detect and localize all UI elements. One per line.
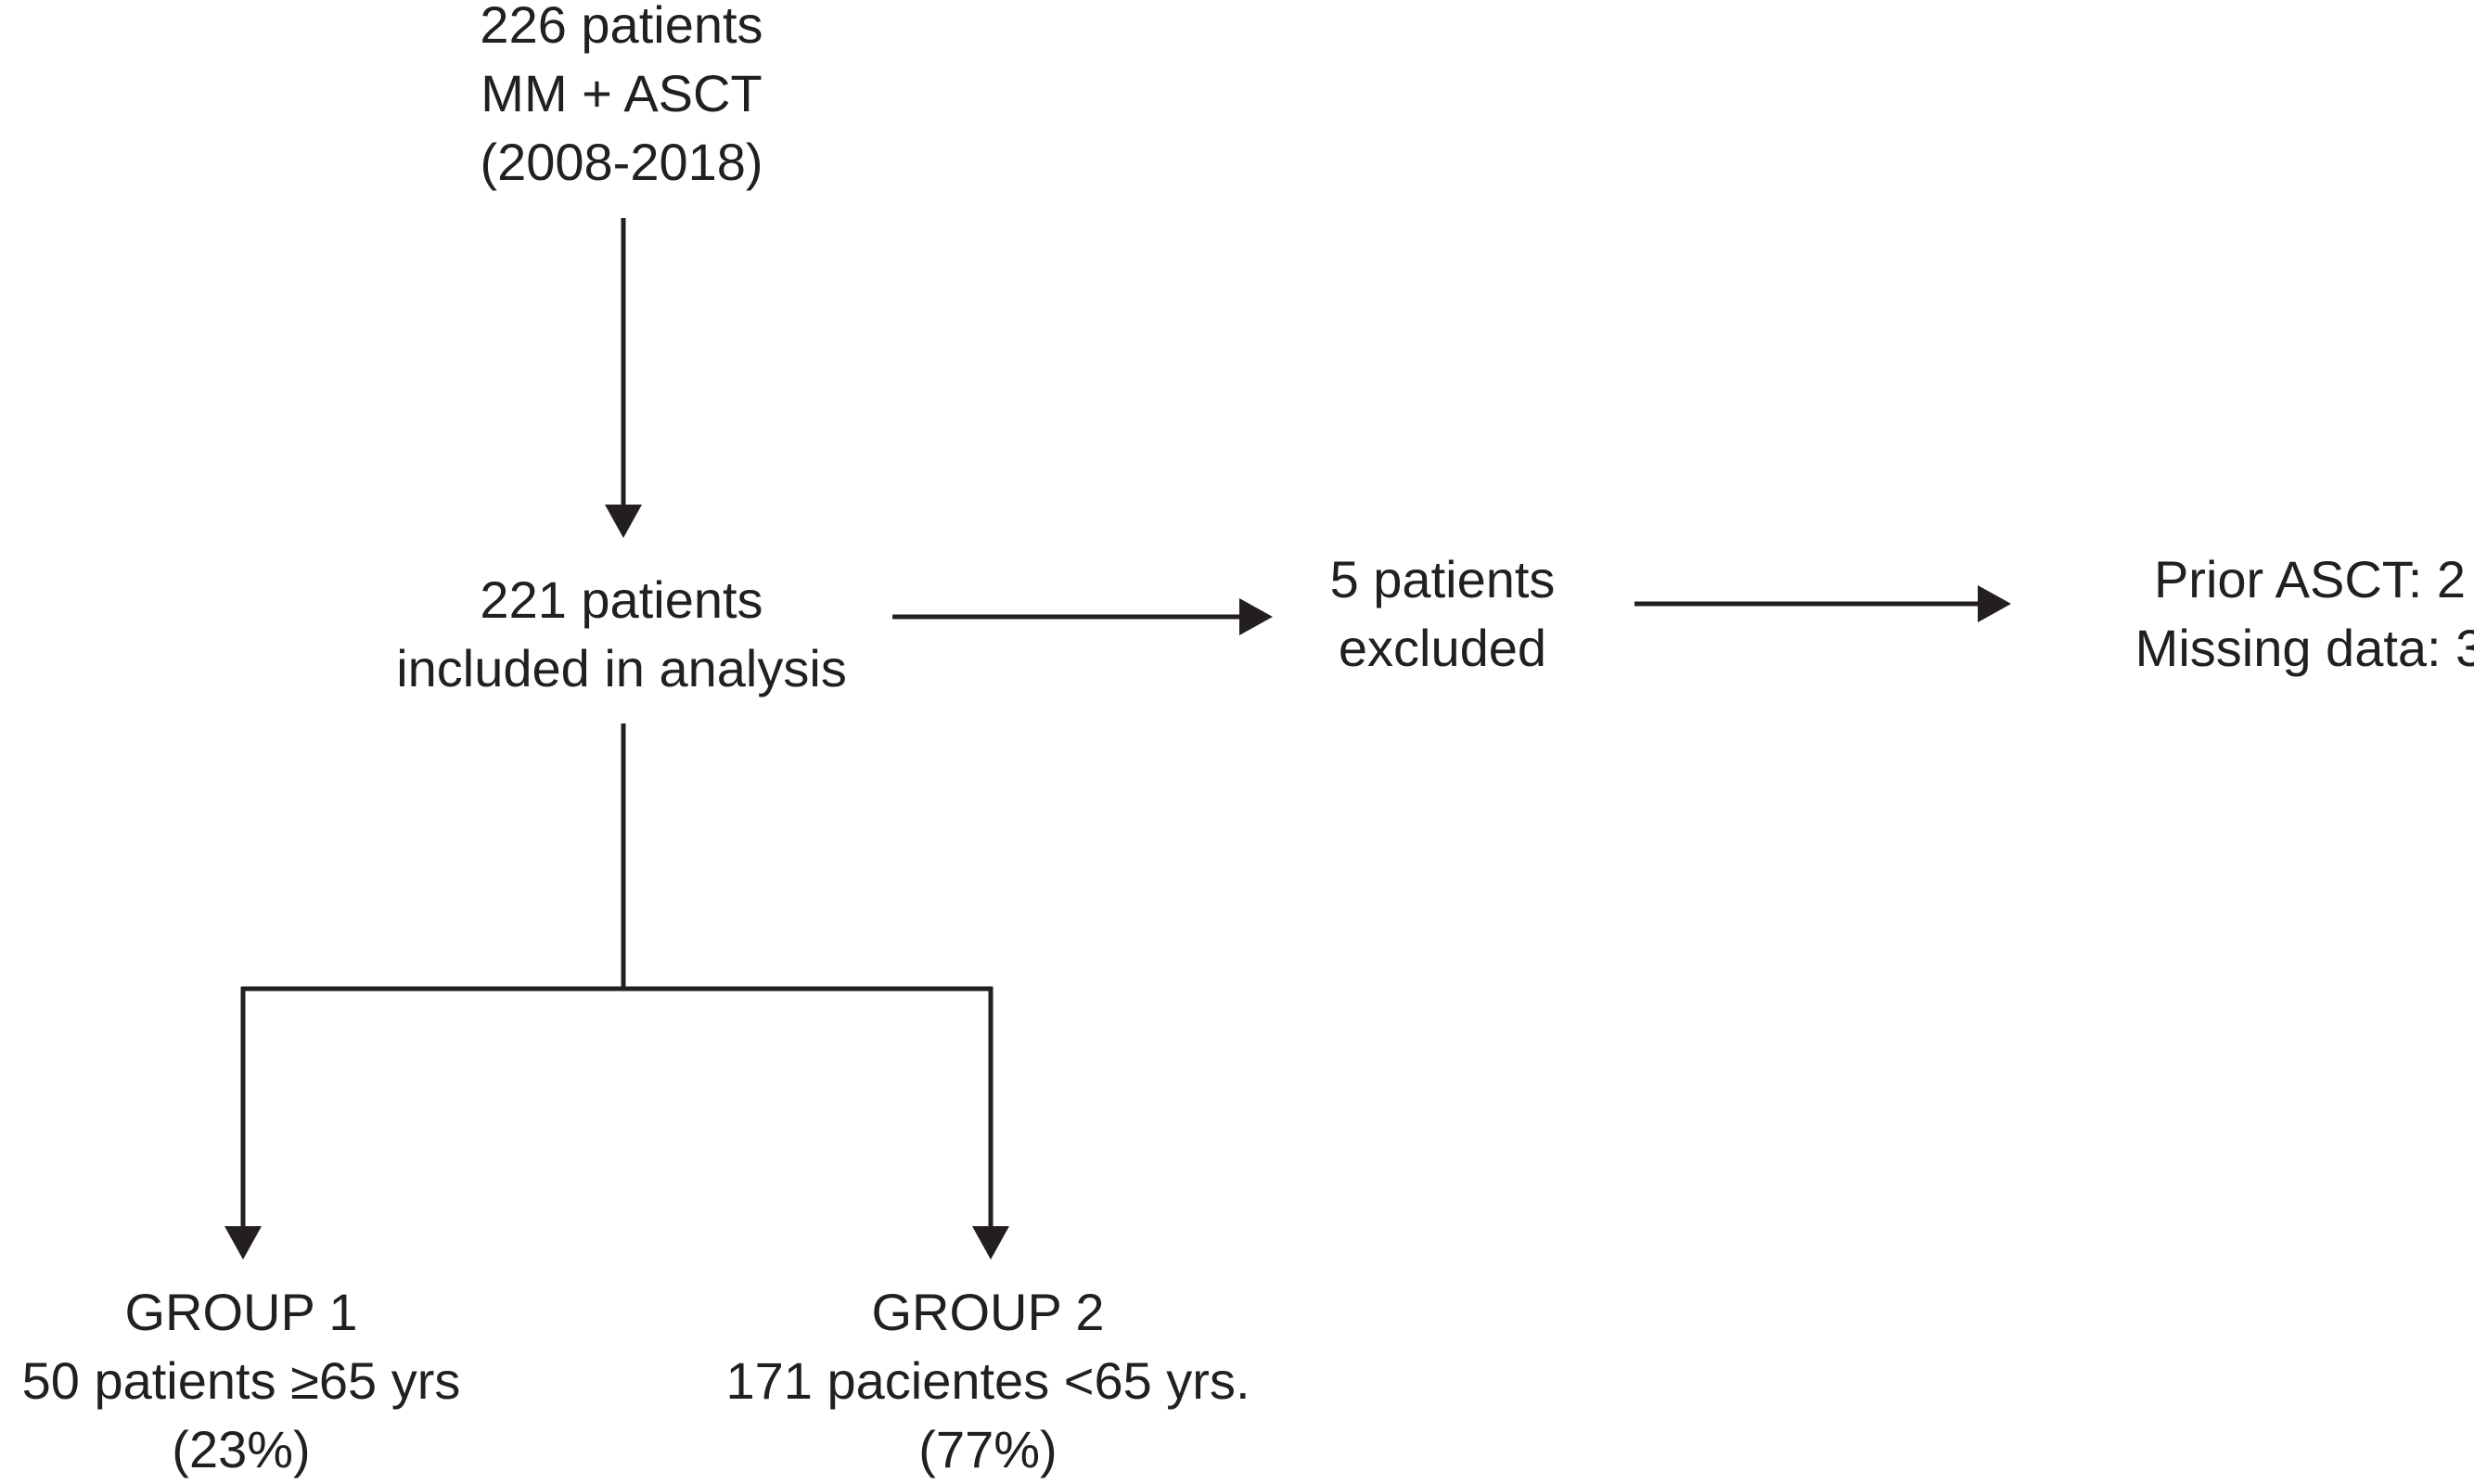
arrowhead-to-group2 (972, 1226, 1009, 1260)
node-excluded-patients: 5 patients excluded (1257, 545, 1628, 683)
excluded-patients-label: excluded (1338, 619, 1547, 677)
group1-percentage: (23%) (172, 1420, 311, 1478)
node-group-1: GROUP 1 50 patients ≥65 yrs (23%) (0, 1278, 482, 1484)
included-patients-label: included in analysis (396, 639, 847, 697)
excluded-patients-count: 5 patients (1329, 550, 1556, 608)
node-group-2: GROUP 2 171 pacientes <65 yrs. (77%) (691, 1278, 1285, 1484)
total-patients-cohort: MM + ASCT (481, 64, 763, 122)
node-included-patients: 221 patients included in analysis (325, 566, 918, 703)
arrowhead-top-to-included (605, 505, 642, 538)
group1-patients: 50 patients ≥65 yrs (21, 1351, 461, 1410)
group1-title: GROUP 1 (124, 1283, 358, 1341)
group2-percentage: (77%) (918, 1420, 1058, 1478)
arrowhead-included-to-excluded (1239, 598, 1273, 635)
total-patients-period: (2008-2018) (480, 133, 763, 191)
group2-title: GROUP 2 (871, 1283, 1105, 1341)
group2-patients: 171 pacientes <65 yrs. (725, 1351, 1250, 1410)
arrowhead-excluded-to-reasons (1978, 585, 2011, 622)
arrowhead-to-group1 (224, 1226, 262, 1260)
exclusion-reason-prior-asct: Prior ASCT: 2 (2153, 550, 2467, 608)
included-patients-count: 221 patients (480, 570, 763, 629)
total-patients-count: 226 patients (480, 0, 763, 54)
node-total-patients: 226 patients MM + ASCT (2008-2018) (436, 0, 807, 197)
node-exclusion-reasons: Prior ASCT: 2 Missing data: 3 (2069, 545, 2474, 683)
exclusion-reason-missing-data: Missing data: 3 (2134, 619, 2474, 677)
